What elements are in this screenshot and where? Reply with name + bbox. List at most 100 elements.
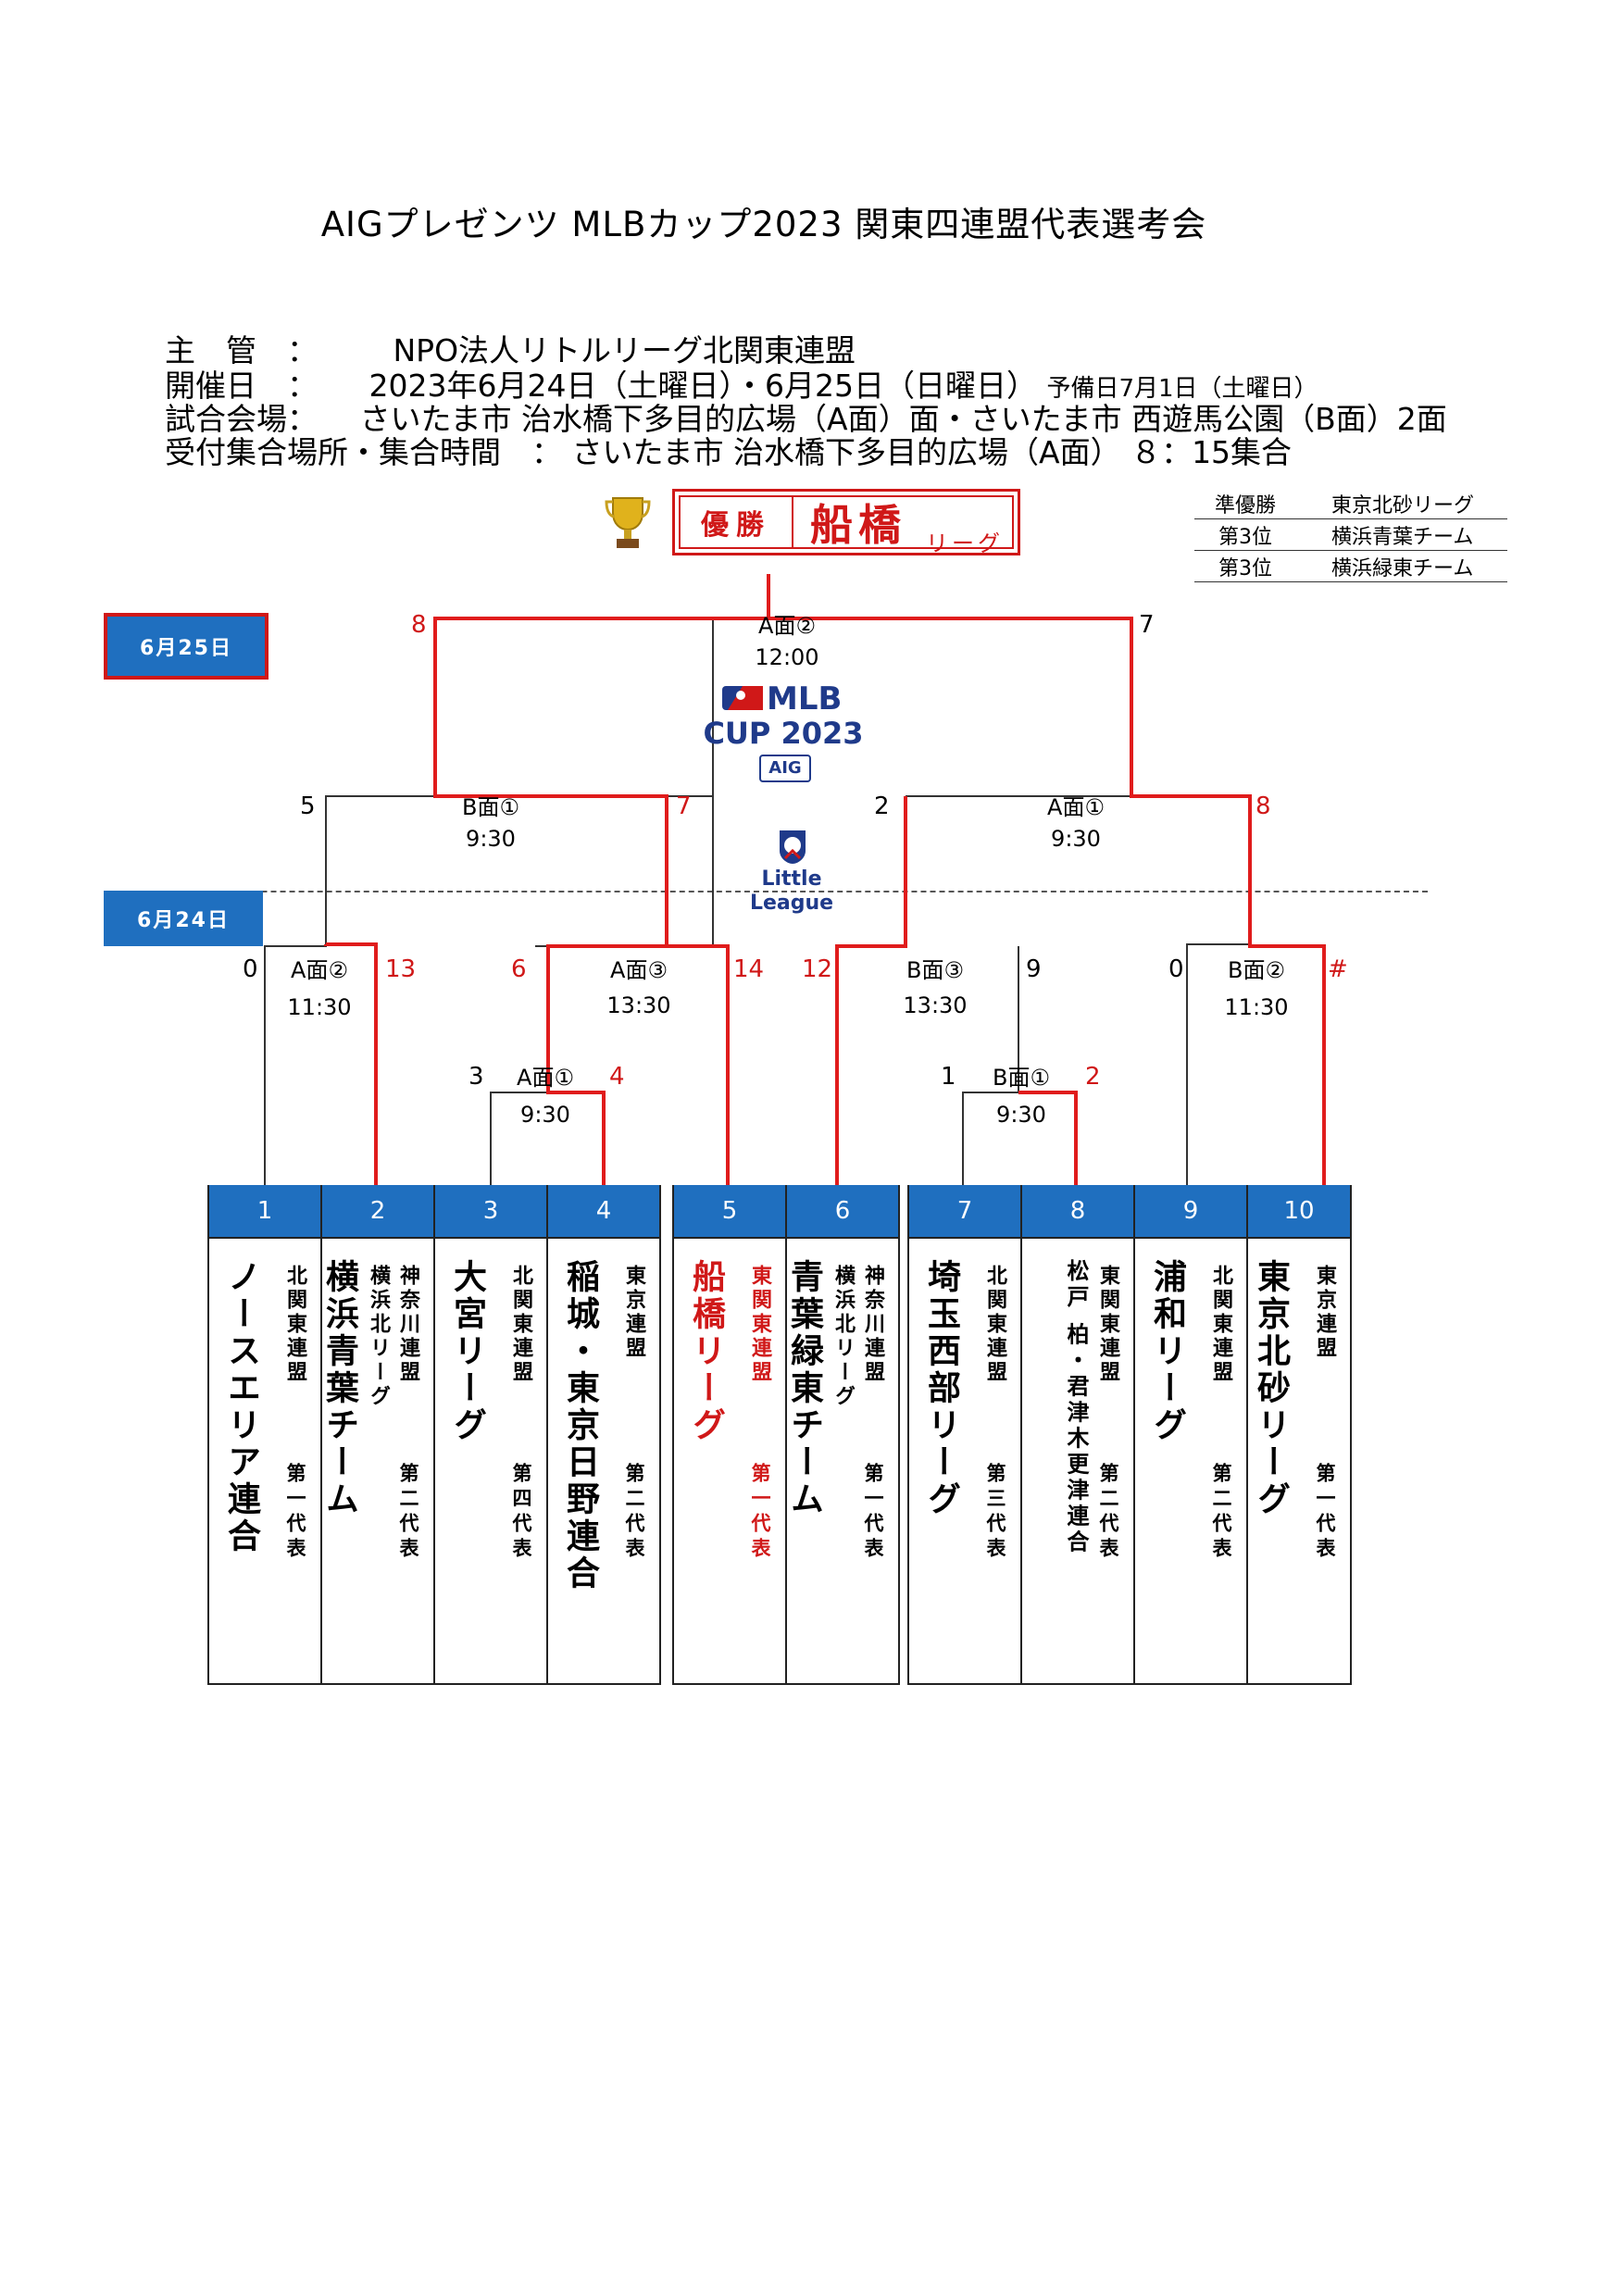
team-number: 3 — [435, 1185, 546, 1239]
sf-left-time: 9:30 — [466, 826, 516, 852]
team-column: 2 横浜青葉チーム 神奈川連盟 横浜北リーグ 第二代表 — [320, 1185, 435, 1685]
team-column: 9 浦和リーグ 北関東連盟 第二代表 — [1133, 1185, 1248, 1685]
team-column: 3 大宮リーグ 北関東連盟 第四代表 — [433, 1185, 548, 1685]
mlb-cup-logo: MLB CUP 2023 AIG — [700, 680, 867, 787]
ll-text-2: League — [749, 892, 834, 915]
team-league: 東関東連盟 — [1096, 1265, 1119, 1385]
team-number: 5 — [674, 1185, 785, 1239]
team-rep: 第一代表 — [284, 1463, 306, 1563]
team-rep: 第二代表 — [1210, 1463, 1232, 1563]
result-row: 第3位 横浜青葉チーム — [1194, 519, 1507, 551]
r2-3-score-right: 9 — [1026, 955, 1042, 983]
final-score-right: 7 — [1139, 611, 1155, 639]
team-name: 稲城・東京日野連合 — [561, 1259, 599, 1592]
info-value: さいたま市 治水橋下多目的広場（A面）面・さいたま市 西遊馬公園（B面）2面 — [359, 401, 1447, 437]
team-rep: 第二代表 — [623, 1463, 645, 1563]
team-rep: 第三代表 — [984, 1463, 1006, 1563]
team-league: 神奈川連盟 — [861, 1265, 884, 1385]
result-rank: 第3位 — [1218, 556, 1272, 580]
team-column: 7 埼玉西部リーグ 北関東連盟 第三代表 — [907, 1185, 1022, 1685]
team-number: 4 — [548, 1185, 659, 1239]
sf-right-time: 9:30 — [1051, 826, 1101, 852]
team-name: 埼玉西部リーグ — [922, 1259, 960, 1518]
team-column: 1 ノースエリア連合 北関東連盟 第一代表 — [207, 1185, 322, 1685]
team-name: 船橋リーグ — [687, 1259, 725, 1444]
team-league: 神奈川連盟 — [396, 1265, 419, 1385]
r1-1-score-left: 3 — [468, 1063, 484, 1091]
info-label: 開催日 ： — [165, 368, 318, 404]
sf-left-venue: B面① — [462, 794, 519, 820]
team-league: 北関東連盟 — [509, 1265, 532, 1385]
r1-2-time: 9:30 — [996, 1102, 1046, 1128]
r2-2-time: 13:30 — [606, 992, 671, 1018]
team-number: 6 — [787, 1185, 898, 1239]
r2-3-venue: B面③ — [906, 957, 964, 983]
logo-cup-text: CUP 2023 — [703, 716, 864, 751]
date-day2-box: 6月25日 — [104, 613, 269, 680]
result-rank: 第3位 — [1218, 525, 1272, 549]
result-team: 横浜緑東チーム — [1331, 556, 1474, 580]
team-rep: 第二代表 — [1097, 1463, 1119, 1563]
result-row: 準優勝東京北砂リーグ — [1194, 488, 1507, 519]
teams-table: 1 ノースエリア連合 北関東連盟 第一代表 2 横浜青葉チーム 神奈川連盟 横浜… — [207, 1185, 1352, 1685]
r2-2-score-right: 14 — [733, 955, 765, 983]
team-rep: 第一代表 — [749, 1463, 771, 1563]
team-number: 9 — [1135, 1185, 1246, 1239]
team-column: 4 稲城・東京日野連合 東京連盟 第二代表 — [546, 1185, 661, 1685]
sf-left-score-left: 5 — [300, 792, 316, 820]
info-dates: 開催日 ： 2023年6月24日（土曜日）・6月25日（日曜日） 予備日7月1日… — [165, 361, 1318, 406]
r1-2-venue: B面① — [993, 1065, 1050, 1091]
team-rep: 第二代表 — [397, 1463, 419, 1563]
result-team: 横浜青葉チーム — [1331, 525, 1474, 549]
r2-4-score-right: # — [1328, 955, 1348, 983]
info-label: 受付集合場所・集合時間 ： — [165, 434, 562, 470]
team-league: 北関東連盟 — [283, 1265, 306, 1385]
team-column: 6 青葉緑東チーム 神奈川連盟 横浜北リーグ 第一代表 — [785, 1185, 900, 1685]
team-league: 東京連盟 — [622, 1265, 645, 1361]
team-number: 8 — [1022, 1185, 1133, 1239]
team-league: 北関東連盟 — [1209, 1265, 1232, 1385]
team-name: 松戸 柏・君津木更津連合 — [1063, 1259, 1089, 1556]
info-value: さいたま市 治水橋下多目的広場（A面） ８：15集合 — [571, 434, 1293, 470]
little-league-logo: Little League — [741, 829, 843, 930]
r2-1-venue: A面② — [291, 957, 348, 983]
trophy-icon — [605, 497, 651, 548]
final-score-left: 8 — [411, 611, 427, 639]
info-value: NPO法人リトルリーグ北関東連盟 — [393, 332, 856, 368]
logo-mlb-text: MLB — [767, 680, 843, 718]
team-name: ノースエリア連合 — [222, 1259, 260, 1555]
r2-2-venue: A面③ — [610, 957, 668, 983]
r2-4-time: 11:30 — [1224, 994, 1289, 1020]
team-name: 東京北砂リーグ — [1252, 1259, 1290, 1518]
info-label: 主 管 ： — [165, 332, 318, 368]
team-number: 10 — [1248, 1185, 1350, 1239]
info-value: 2023年6月24日（土曜日）・6月25日（日曜日） — [369, 368, 1037, 404]
team-number: 1 — [209, 1185, 320, 1239]
r2-1-time: 11:30 — [287, 994, 352, 1020]
mlb-logo-icon — [722, 686, 763, 710]
info-note: 予備日7月1日（土曜日） — [1046, 375, 1318, 403]
document-title: AIGプレゼンツ MLBカップ2023 関東四連盟代表選考会 — [320, 205, 1207, 244]
team-league: 東関東連盟 — [748, 1265, 771, 1385]
team-number: 7 — [909, 1185, 1020, 1239]
r2-2-score-left: 6 — [511, 955, 527, 983]
team-rep: 第一代表 — [1314, 1463, 1336, 1563]
r1-1-time: 9:30 — [520, 1102, 570, 1128]
team-league: 東京連盟 — [1313, 1265, 1336, 1361]
day-divider — [104, 891, 1428, 892]
final-time: 12:00 — [755, 644, 819, 670]
team-column: 8 松戸 柏・君津木更津連合 東関東連盟 第二代表 — [1020, 1185, 1135, 1685]
r2-1-score-right: 13 — [385, 955, 417, 983]
result-rank: 準優勝 — [1214, 493, 1276, 518]
ll-text-1: Little — [761, 867, 822, 891]
info-organizer: 主 管 ： NPO法人リトルリーグ北関東連盟 — [165, 326, 856, 370]
r2-3-time: 13:30 — [903, 992, 968, 1018]
sf-right-venue: A面① — [1047, 794, 1105, 820]
little-league-icon — [780, 830, 806, 864]
r1-2-score-right: 2 — [1085, 1063, 1101, 1091]
team-rep: 第四代表 — [510, 1463, 532, 1563]
champion-label: 優勝 — [681, 497, 793, 547]
team-subleague: 横浜北リーグ — [831, 1265, 855, 1409]
r1-1-venue: A面① — [517, 1065, 574, 1091]
